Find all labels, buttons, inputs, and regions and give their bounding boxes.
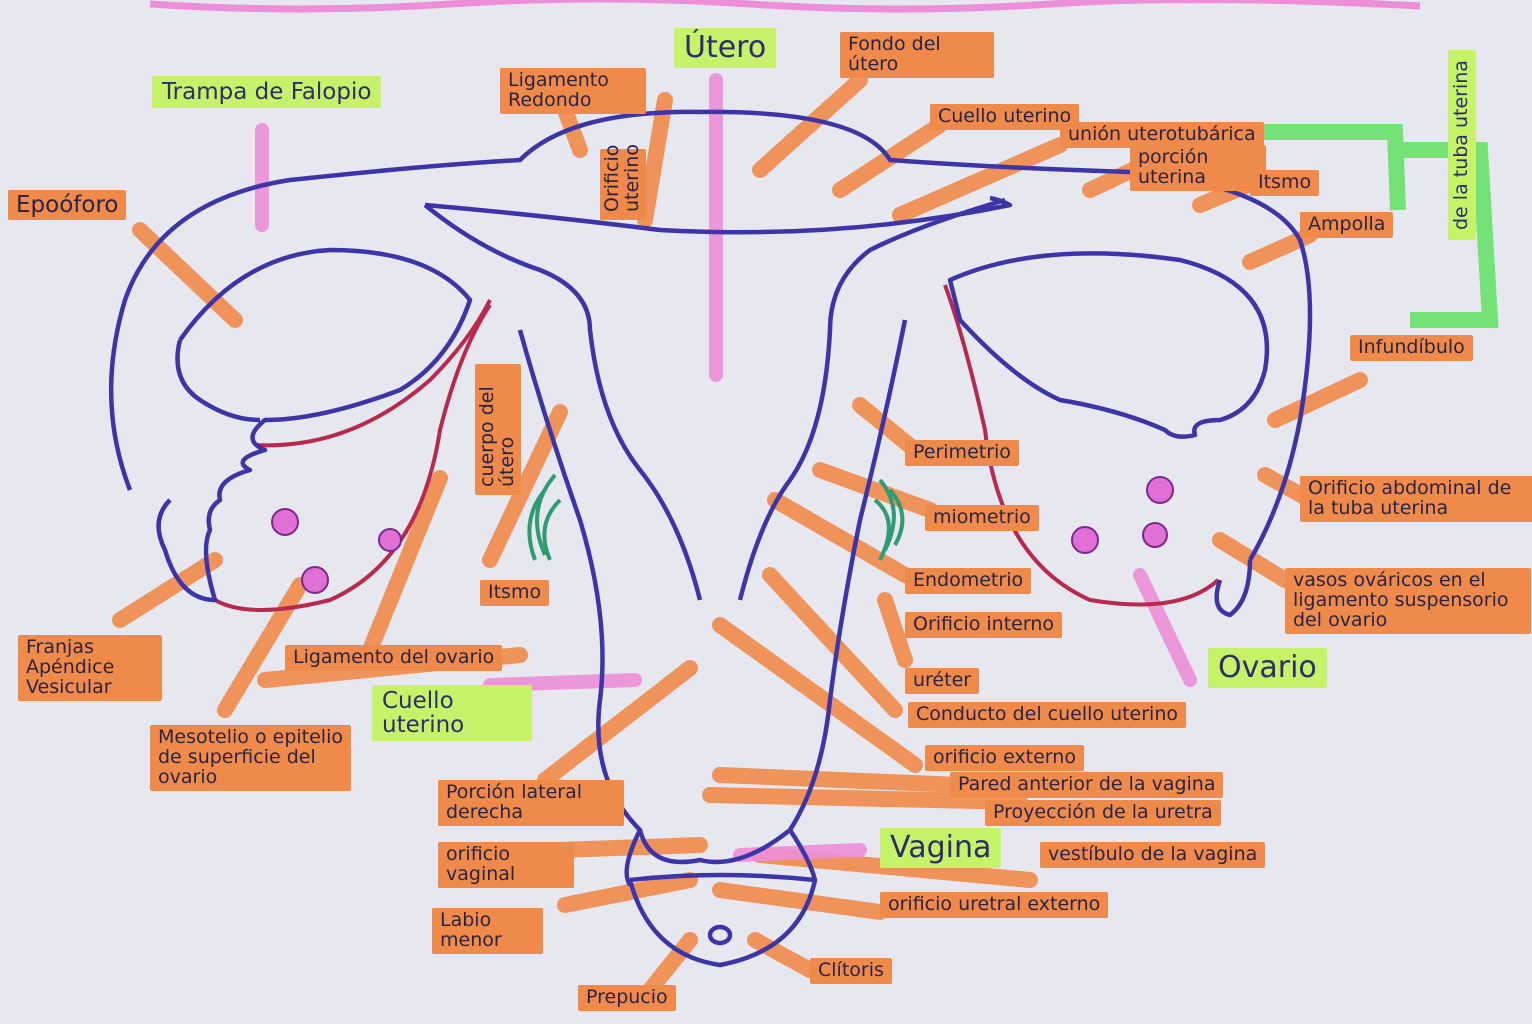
label-orificio-abdominal: Orificio abdominal de la tuba uterina <box>1300 476 1532 522</box>
label-endometrio: Endometrio <box>905 568 1031 594</box>
label-orificio-interno: Orificio interno <box>905 612 1062 638</box>
label-porcion-lateral: Porción lateral derecha <box>438 780 624 826</box>
label-pared-anterior: Pared anterior de la vagina <box>950 772 1223 798</box>
label-vasos-ovaricos: vasos ováricos en el ligamento suspensor… <box>1285 568 1531 634</box>
label-utero: Útero <box>674 28 776 68</box>
label-miometrio: miometrio <box>925 505 1039 531</box>
top-pink-border <box>150 0 1420 9</box>
label-ligamento-ovario: Ligamento del ovario <box>285 645 502 671</box>
label-porcion-uterina: porción uterina <box>1130 145 1266 191</box>
label-clitoris: Clítoris <box>810 958 892 984</box>
label-orificio-uretral: orificio uretral externo <box>880 892 1108 918</box>
label-conducto-cuello: Conducto del cuello uterino <box>908 702 1186 728</box>
label-vagina: Vagina <box>880 828 1001 868</box>
label-labio-menor: Labio menor <box>432 908 543 954</box>
label-epooforo: Epoóforo <box>8 190 126 220</box>
label-orificio-vaginal: orificio vaginal <box>438 842 574 888</box>
label-trompa: Trampa de Falopio <box>152 76 381 108</box>
label-tuba-uterina: de la tuba uterina <box>1448 50 1476 240</box>
label-perimetrio: Perimetrio <box>905 440 1019 466</box>
label-istmo-right: Itsmo <box>1250 170 1319 196</box>
label-infundibulo: Infundíbulo <box>1350 335 1473 361</box>
label-fondo-utero: Fondo del útero <box>840 32 994 78</box>
label-prepucio: Prepucio <box>578 985 676 1011</box>
label-ampolla: Ampolla <box>1300 212 1393 238</box>
label-cuello-uterino-bottom: Cuello uterino <box>372 685 532 741</box>
label-orificio-externo: orificio externo <box>925 745 1084 771</box>
label-istmo-left: Itsmo <box>480 580 549 606</box>
label-ureter: uréter <box>905 668 979 694</box>
label-proyeccion-uretra: Proyección de la uretra <box>985 800 1221 826</box>
label-mesotelio: Mesotelio o epitelio de superficie del o… <box>150 725 351 791</box>
label-cuerpo-utero: cuerpo del útero <box>475 364 521 495</box>
label-orificio-uterino: Orificio uterino <box>600 149 646 220</box>
label-ovario: Ovario <box>1208 648 1327 688</box>
label-cuello-uterino-top: Cuello uterino <box>930 104 1079 130</box>
label-ligamento-redondo: Ligamento Redondo <box>500 68 646 114</box>
label-vestibulo: vestíbulo de la vagina <box>1040 842 1265 868</box>
label-franjas: Franjas Apéndice Vesicular <box>18 635 162 701</box>
